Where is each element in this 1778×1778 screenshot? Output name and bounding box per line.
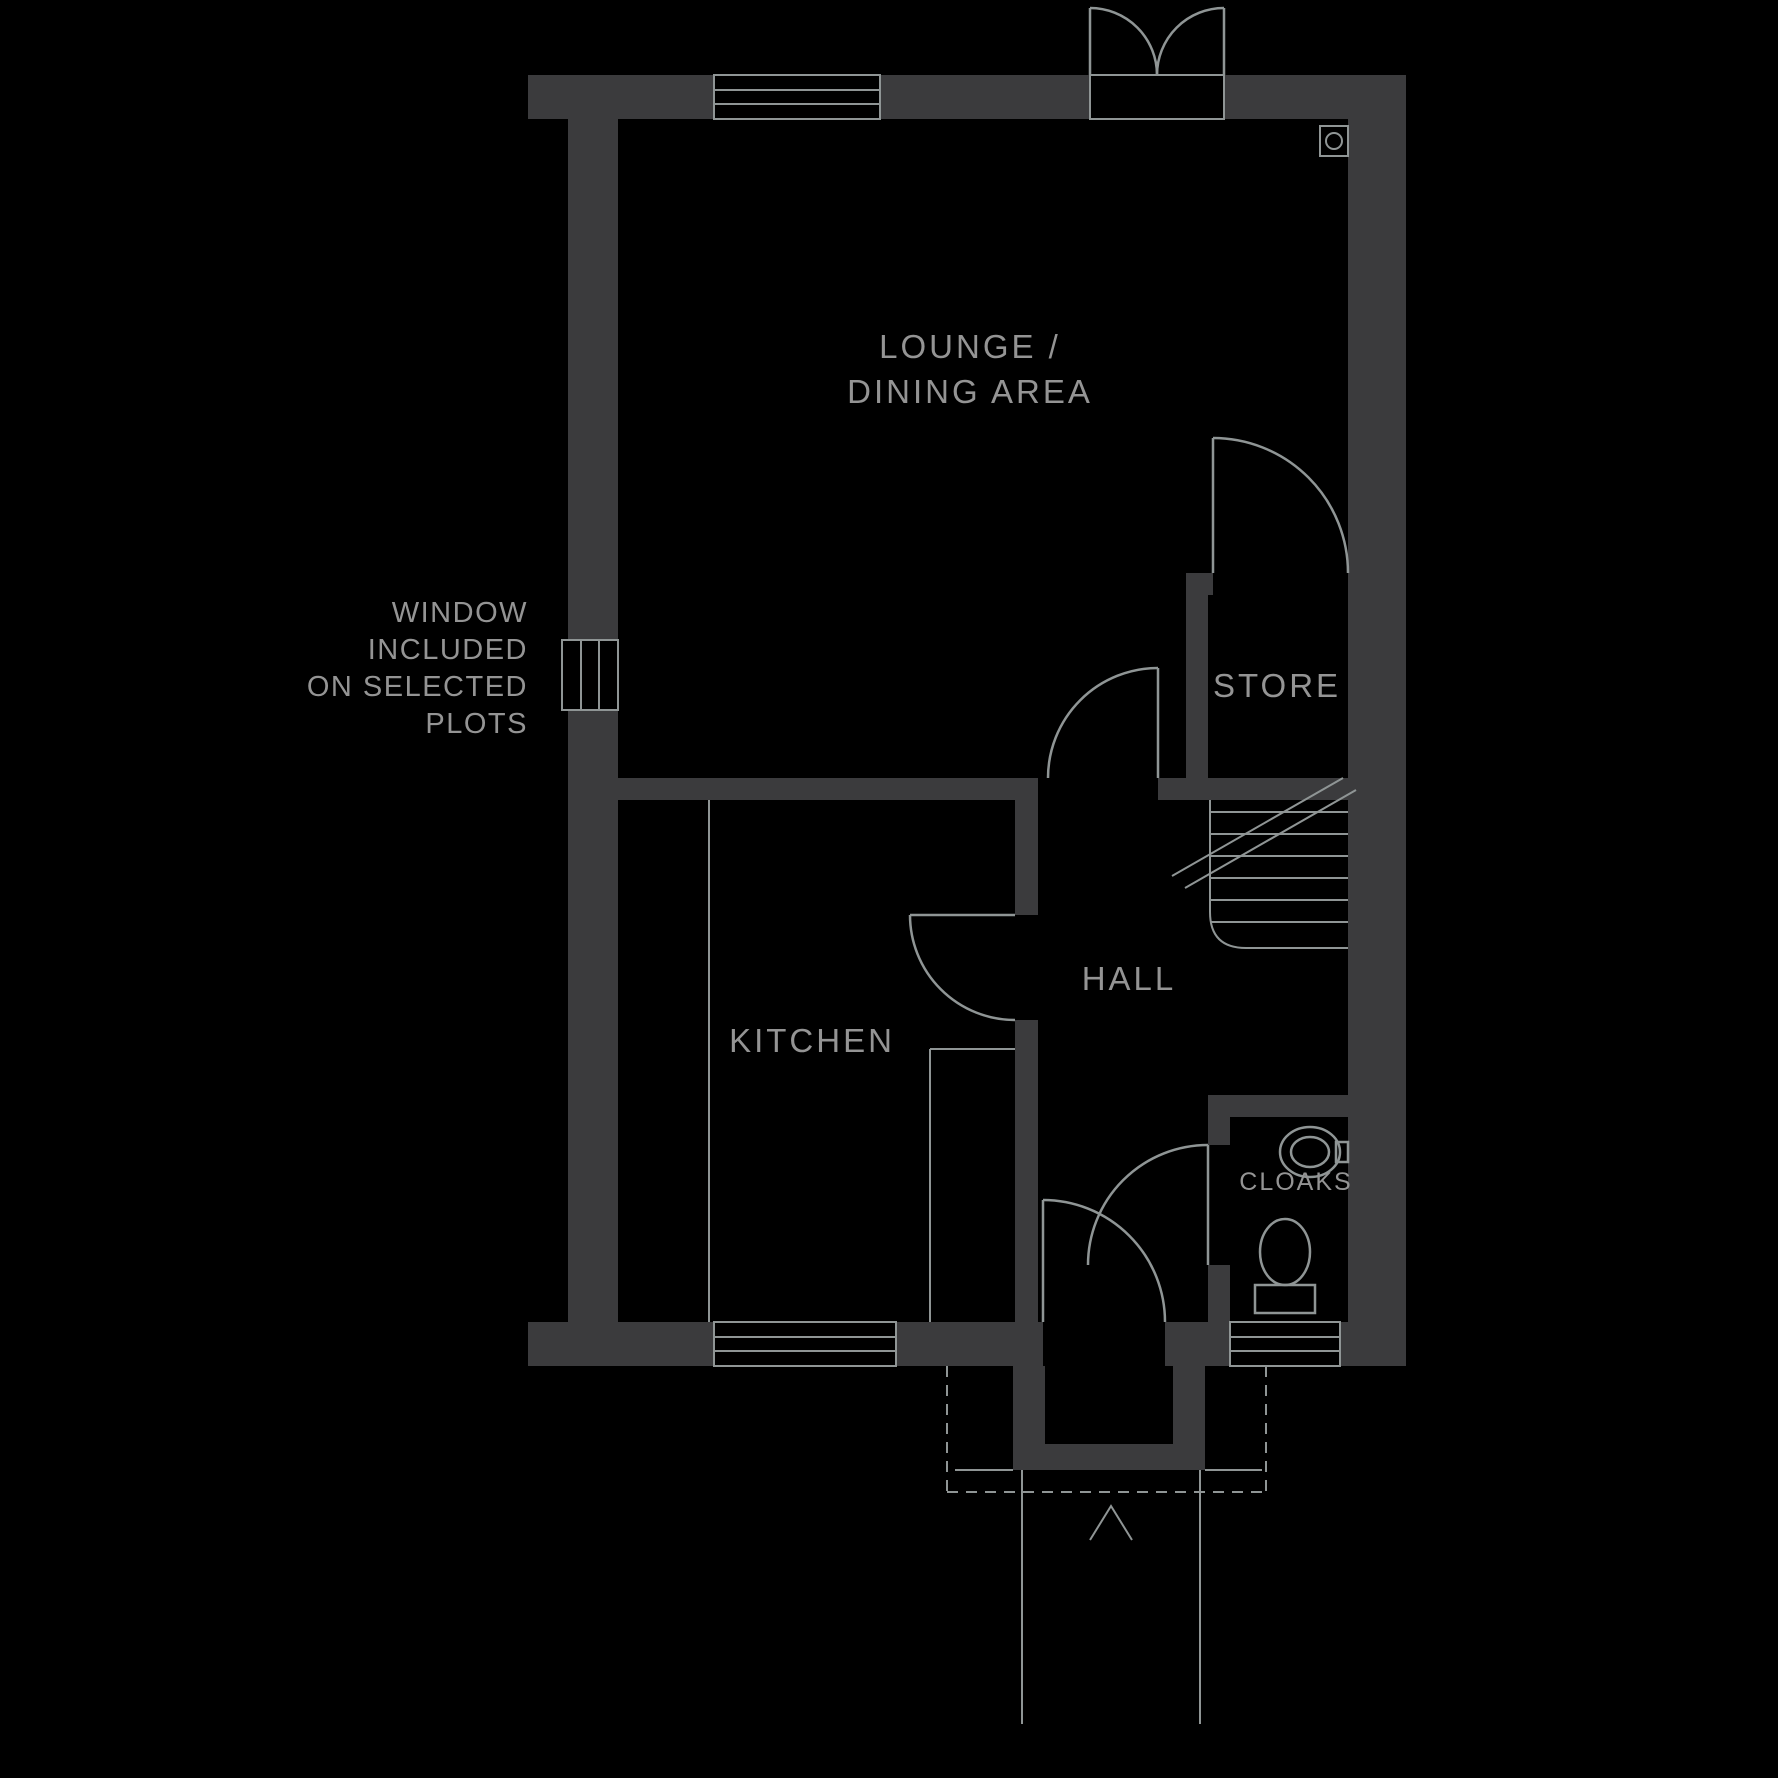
stairs-break-line <box>1171 777 1357 889</box>
entrance-path <box>955 1469 1262 1724</box>
canopy-outline <box>946 1366 1267 1493</box>
french-doors <box>1088 6 1226 120</box>
porch-step <box>1013 1444 1205 1470</box>
wall-segment <box>1208 1095 1348 1117</box>
stairs <box>1171 777 1357 949</box>
wall-segment <box>880 75 1090 119</box>
window-kitchen <box>713 1321 897 1367</box>
porch <box>946 1366 1267 1724</box>
wall-segment <box>1208 1265 1230 1322</box>
window-left-optional <box>561 639 619 711</box>
porch-pillar-right <box>1173 1366 1205 1444</box>
wall-segment <box>1015 1020 1038 1322</box>
window-top <box>713 74 881 120</box>
door-lounge <box>1046 666 1160 779</box>
wall-segment <box>1186 573 1213 595</box>
meter-box <box>1319 125 1349 157</box>
annotation-line: ON SELECTED <box>307 671 528 703</box>
lounge-label-line1: LOUNGE / <box>879 328 1061 365</box>
cloaks-label: CLOAKS <box>1239 1168 1352 1196</box>
doors <box>908 6 1350 1323</box>
annotation-line: INCLUDED <box>368 634 528 666</box>
annotation-line: PLOTS <box>425 708 528 740</box>
kitchen-counter <box>708 800 1015 1322</box>
wall-segment <box>896 1322 1043 1366</box>
window-annotation: WINDOW INCLUDED ON SELECTED PLOTS <box>307 597 528 740</box>
wall-segment <box>618 778 1038 800</box>
window-cloaks <box>1229 1321 1341 1367</box>
door-kitchen <box>908 913 1016 1022</box>
windows <box>561 74 1341 1367</box>
door-front <box>1041 1198 1167 1323</box>
direction-arrow <box>1089 1504 1133 1541</box>
toilet <box>1253 1217 1317 1315</box>
labels: LOUNGE / DINING AREA STORE KITCHEN HALL … <box>307 328 1352 1196</box>
wall-segment <box>1186 573 1208 800</box>
wall-segment <box>1224 75 1406 119</box>
wall-segment <box>528 1322 714 1366</box>
wall-segment <box>1165 1322 1230 1366</box>
kitchen-label: KITCHEN <box>729 1022 895 1059</box>
wall-segment <box>1340 1322 1406 1366</box>
annotation-line: WINDOW <box>392 597 528 629</box>
wall-segment <box>528 75 714 119</box>
wall-segment <box>1208 1095 1230 1145</box>
wall-segment <box>568 710 618 1322</box>
porch-pillar-left <box>1013 1366 1045 1444</box>
wall-segment <box>568 119 618 640</box>
basin <box>1278 1125 1350 1179</box>
cloakroom-fixtures <box>1253 1125 1350 1315</box>
wall-segment <box>1348 119 1406 1366</box>
interior-walls <box>618 573 1348 1322</box>
wall-segment <box>1015 800 1038 915</box>
door-store <box>1211 436 1350 574</box>
store-label: STORE <box>1213 667 1341 704</box>
hall-label: HALL <box>1082 960 1177 997</box>
door-cloaks <box>1086 1143 1210 1266</box>
exterior-walls <box>528 75 1406 1366</box>
lounge-label-line2: DINING AREA <box>847 373 1093 410</box>
